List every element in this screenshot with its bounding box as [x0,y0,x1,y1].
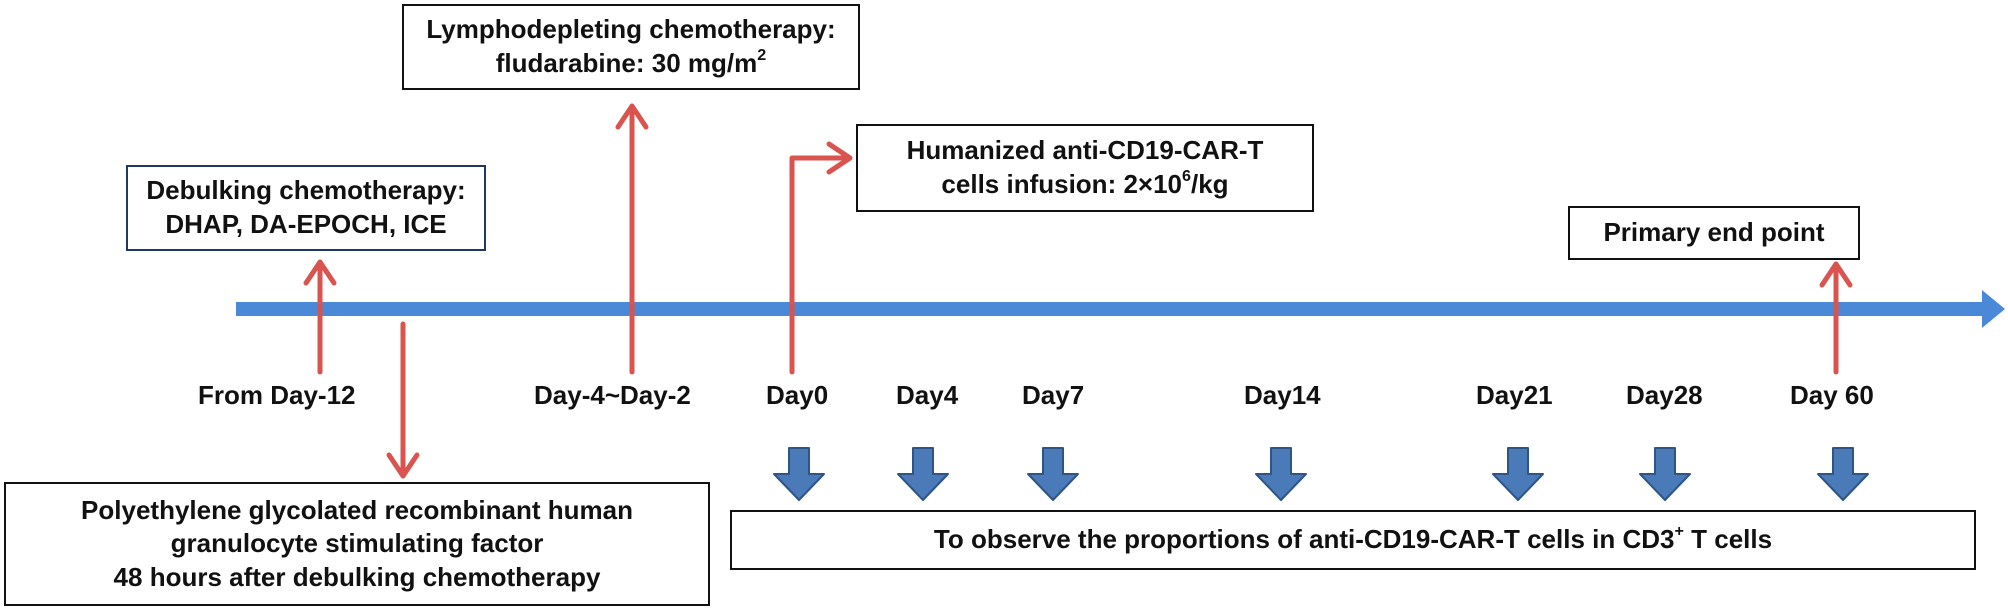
gcsf-line1: Polyethylene glycolated recombinant huma… [81,495,633,526]
observe-text-end: T cells [1683,524,1773,555]
timepoint-day14: Day14 [1244,380,1321,410]
infusion-dose: cells infusion: 2×10 [941,169,1183,199]
timepoint-day60: Day 60 [1790,380,1874,410]
lymphodepleting-line1: Lymphodepleting chemotherapy: [426,14,836,45]
timepoint-day21: Day21 [1476,380,1553,410]
debulking-arrow [303,259,337,375]
lymphodepleting-line2: fludarabine: 30 mg/m2 [496,47,766,81]
debulking-line1: Debulking chemotherapy: [146,175,466,206]
sample-arrow-icon-day14 [1255,447,1307,501]
primary-end-point-label: Primary end point [1603,217,1825,248]
gcsf-box: Polyethylene glycolated recombinant huma… [4,482,710,606]
infusion-line2: cells infusion: 2×106/kg [941,168,1228,202]
sample-arrow-icon-day60 [1817,447,1869,501]
timepoint-day4: Day4 [896,380,959,410]
timepoint-day7: Day7 [1022,380,1085,410]
infusion-line1: Humanized anti-CD19-CAR-T [906,135,1264,166]
observe-label: To observe the proportions of anti-CD19-… [934,523,1772,557]
sample-arrow-icon-day21 [1492,447,1544,501]
observe-sup: + [1674,522,1684,541]
infusion-arrow [789,141,853,375]
sample-arrow-icon-day7 [1027,447,1079,501]
timepoint-day4-day2: Day-4~Day-2 [534,380,691,410]
infusion-dose-sup: 6 [1182,166,1191,185]
debulking-line2: DHAP, DA-EPOCH, ICE [165,209,447,239]
debulking-box: Debulking chemotherapy: DHAP, DA-EPOCH, … [126,165,486,251]
sample-arrow-icon-day0 [773,447,825,501]
primary-end-point-box: Primary end point [1568,206,1860,260]
timepoint-day28: Day28 [1626,380,1703,410]
gcsf-arrow [386,321,420,479]
timepoint-day0: Day0 [766,380,829,410]
observe-box: To observe the proportions of anti-CD19-… [730,510,1976,570]
primary-end-point-arrow [1819,261,1853,375]
lymphodepleting-dose: fludarabine: 30 mg/m [495,48,758,78]
sample-arrow-icon-day28 [1639,447,1691,501]
sample-arrow-icon-day4 [897,447,949,501]
infusion-box: Humanized anti-CD19-CAR-T cells infusion… [856,124,1314,212]
timepoint-from-day12: From Day-12 [198,380,356,410]
gcsf-line3: 48 hours after debulking chemotherapy [113,561,601,592]
timeline-arrowhead [1982,290,2005,328]
lymphodepleting-box: Lymphodepleting chemotherapy: fludarabin… [402,4,860,90]
lymphodepleting-dose-sup: 2 [757,45,767,64]
lymphodepleting-arrow [615,103,649,375]
observe-text: To observe the proportions of anti-CD19-… [933,524,1675,555]
infusion-dose-unit: /kg [1190,169,1229,199]
timeline-bar [236,302,1992,316]
gcsf-line2: granulocyte stimulating factor [170,528,544,559]
